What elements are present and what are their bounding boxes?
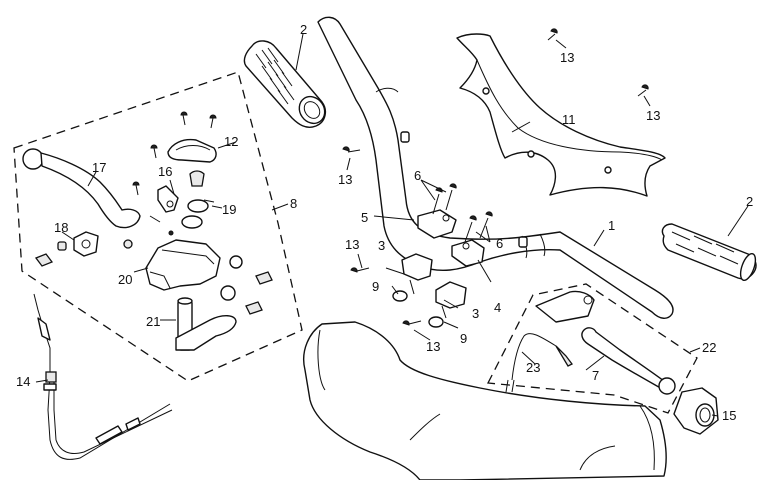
clamp-bolts [432, 183, 493, 243]
callout-13-mid: 13 [345, 237, 359, 252]
callout-16: 16 [158, 164, 172, 179]
brake-piston-arm[interactable] [175, 297, 237, 351]
lower-riser-right[interactable] [428, 281, 467, 328]
callout-3-right: 3 [472, 306, 479, 321]
callout-labels: 1 2 2 3 3 4 5 6 6 7 8 9 9 11 12 13 13 13… [16, 22, 753, 423]
assembly-22-boundary [486, 283, 698, 414]
callout-6-right: 6 [496, 236, 503, 251]
clutch-lever[interactable] [581, 327, 676, 395]
callout-19: 19 [222, 202, 236, 217]
callout-9-left: 9 [372, 279, 379, 294]
clutch-lever-bracket[interactable] [535, 290, 595, 323]
callout-13-top1: 13 [560, 50, 574, 65]
callout-5: 5 [361, 210, 368, 225]
callout-18: 18 [54, 220, 68, 235]
brake-switch-bracket[interactable] [157, 170, 205, 213]
callout-11: 11 [562, 112, 576, 127]
handlebar-cover[interactable] [456, 33, 666, 197]
callout-3-left: 3 [378, 238, 385, 253]
callout-21: 21 [146, 314, 160, 329]
grip-left[interactable] [243, 40, 329, 128]
master-cylinder-clamp[interactable] [34, 231, 99, 267]
lower-riser-left[interactable] [392, 253, 433, 302]
clutch-switch[interactable] [505, 333, 573, 393]
handlebar[interactable] [317, 16, 674, 319]
callout-13-bottom: 13 [426, 339, 440, 354]
callout-20: 20 [118, 272, 132, 287]
callout-1: 1 [608, 218, 615, 233]
upper-clamp-left[interactable] [417, 209, 457, 239]
callout-14: 14 [16, 374, 30, 389]
callout-9-right: 9 [460, 331, 467, 346]
leader-lines [35, 33, 749, 417]
throttle-cable[interactable] [33, 293, 173, 460]
callout-17: 17 [92, 160, 106, 175]
callout-7: 7 [592, 368, 599, 383]
reservoir-cap[interactable] [167, 138, 217, 163]
bar-end-weight[interactable] [673, 387, 719, 435]
callout-15: 15 [722, 408, 736, 423]
screws-13 [342, 28, 649, 326]
callout-2-left: 2 [300, 22, 307, 37]
callout-23: 23 [526, 360, 540, 375]
lower-body-panel [303, 321, 667, 480]
callout-4: 4 [494, 300, 501, 315]
master-cylinder-body[interactable] [123, 230, 273, 315]
upper-clamp-right[interactable] [451, 239, 485, 267]
callout-22: 22 [702, 340, 716, 355]
callout-6-left: 6 [414, 168, 421, 183]
callout-2-right: 2 [746, 194, 753, 209]
callout-8: 8 [290, 196, 297, 211]
assembly-8-boundary [13, 71, 303, 382]
callout-13-top2: 13 [646, 108, 660, 123]
hose-clip[interactable] [181, 199, 215, 229]
brake-lever[interactable] [22, 148, 141, 229]
callout-13-left: 13 [338, 172, 352, 187]
grip-right[interactable] [661, 223, 758, 282]
callout-12: 12 [224, 134, 238, 149]
cap-screws [132, 111, 217, 223]
